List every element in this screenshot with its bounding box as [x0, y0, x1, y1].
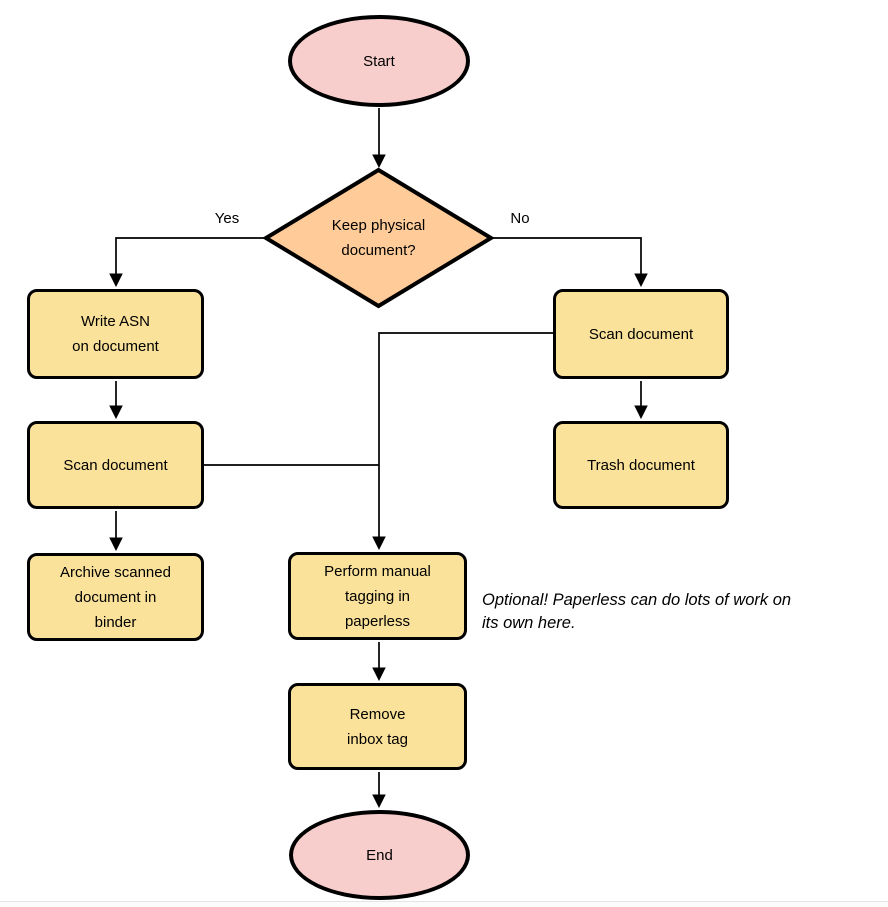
node-manual-tagging-label: Perform manual tagging in paperless [324, 562, 431, 630]
edge-decision-no-to-scan-right [492, 237, 648, 288]
node-decision-label: Keep physical document? [331, 217, 426, 259]
node-scan-document-right-label: Scan document [588, 325, 694, 343]
node-write-asn: Write ASN on document [27, 289, 204, 379]
edge-scan-right-to-tagging [372, 332, 553, 551]
node-start-label: Start [363, 52, 395, 70]
bottom-divider [0, 901, 888, 902]
node-archive-binder-label: Archive scanned document in binder [60, 563, 171, 631]
node-end: End [289, 810, 470, 900]
node-remove-inbox-tag: Remove inbox tag [288, 683, 467, 770]
node-manual-tagging: Perform manual tagging in paperless [288, 552, 467, 640]
node-archive-binder: Archive scanned document in binder [27, 553, 204, 641]
node-remove-inbox-tag-label: Remove inbox tag [347, 705, 408, 748]
node-trash-document: Trash document [553, 421, 729, 509]
node-end-label: End [366, 846, 393, 864]
node-scan-document-left-label: Scan document [63, 456, 168, 474]
node-scan-document-right: Scan document [553, 289, 729, 379]
node-trash-document-label: Trash document [587, 456, 695, 474]
node-scan-document-left: Scan document [27, 421, 204, 509]
optional-note: Optional! Paperless can do lots of work … [482, 591, 792, 632]
edge-label-no: No [510, 210, 530, 227]
edge-decision-yes-to-write-asn [109, 237, 265, 288]
decision-diamond-shape [262, 167, 495, 309]
edge-label-yes: Yes [214, 210, 240, 227]
node-write-asn-label: Write ASN on document [72, 313, 159, 355]
node-start: Start [288, 15, 470, 107]
node-decision: Keep physical document? [266, 170, 491, 306]
bottom-margin [0, 902, 888, 907]
